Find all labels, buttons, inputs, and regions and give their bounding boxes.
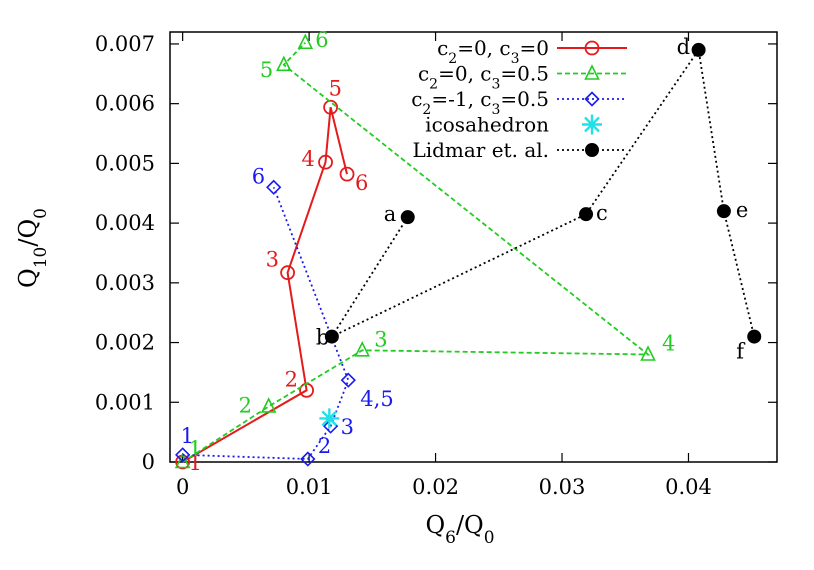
data-point xyxy=(323,99,339,115)
point-label: 5 xyxy=(329,76,342,100)
series-line xyxy=(182,106,348,463)
x-tick-label: 0.01 xyxy=(286,475,333,499)
data-point xyxy=(280,265,296,281)
point-label: 6 xyxy=(252,164,265,188)
legend-label: c2=-1, c3=0.5 xyxy=(411,87,549,118)
y-tick-label: 0 xyxy=(142,450,155,474)
legend-marker xyxy=(582,114,602,135)
data-point xyxy=(339,166,355,182)
point-label: f xyxy=(736,340,746,364)
y-tick-label: 0.002 xyxy=(95,331,155,355)
legend-label: Lidmar et. al. xyxy=(412,138,549,162)
point-label: 2 xyxy=(239,393,252,417)
x-axis: 0 0.01 0.02 0.03 0.04 xyxy=(176,32,712,499)
point-label: 6 xyxy=(315,28,328,52)
data-point xyxy=(266,179,282,195)
y-tick-label: 0.004 xyxy=(95,211,155,235)
y-axis-label: Q10/Q0 xyxy=(14,208,51,288)
y-tick-label: 0.003 xyxy=(95,271,155,295)
series-3 xyxy=(319,408,340,429)
data-point xyxy=(691,42,706,57)
data-point xyxy=(318,154,333,170)
svg-text:Q6/Q0: Q6/Q0 xyxy=(425,511,494,548)
data-point xyxy=(400,210,415,225)
x-tick-label: 0.03 xyxy=(539,475,586,499)
data-point xyxy=(579,207,594,222)
point-label: 2 xyxy=(318,434,331,458)
y-tick-label: 0.001 xyxy=(95,390,155,414)
data-point xyxy=(260,397,277,413)
point-label: 3 xyxy=(266,248,279,272)
data-point xyxy=(175,447,191,463)
point-label: 2 xyxy=(285,367,298,391)
series-line xyxy=(182,186,350,460)
legend-label: c2=0, c3=0 xyxy=(437,36,549,67)
legend-marker xyxy=(584,40,600,56)
point-label: 4 xyxy=(662,332,675,356)
y-axis: 0 0.001 0.002 0.003 0.004 0.005 0.006 0.007 xyxy=(95,32,777,474)
point-label: 1 xyxy=(181,424,194,448)
point-label: 3 xyxy=(374,327,387,351)
y-tick-label: 0.007 xyxy=(95,32,155,56)
point-label: a xyxy=(384,202,397,226)
x-tick-label: 0.04 xyxy=(665,475,712,499)
point-label: 3 xyxy=(341,415,354,439)
legend-label: icosahedron xyxy=(425,113,549,137)
series-line xyxy=(182,42,651,463)
point-label: d xyxy=(677,35,690,59)
data-point xyxy=(716,204,731,219)
legend-marker xyxy=(584,64,600,80)
data-point xyxy=(297,33,314,50)
y-tick-label: 0.006 xyxy=(95,92,155,116)
legend-marker xyxy=(585,143,599,157)
point-label: c xyxy=(596,201,608,225)
y-tick-label: 0.005 xyxy=(95,151,155,175)
data-point xyxy=(340,372,356,388)
legend-marker xyxy=(584,91,600,107)
point-label: b xyxy=(316,326,329,350)
legend: c2=0, c3=0c2=0, c3=0.5c2=-1, c3=0.5icosa… xyxy=(411,36,627,162)
series-4: a b c d e f xyxy=(316,35,762,364)
point-label: 4 xyxy=(302,147,315,171)
x-tick-label: 0.02 xyxy=(412,475,459,499)
point-label: 4,5 xyxy=(360,387,393,411)
data-point xyxy=(319,408,340,429)
data-point xyxy=(640,345,656,361)
data-point xyxy=(354,341,371,357)
svg-text:Q10/Q0: Q10/Q0 xyxy=(14,208,51,288)
point-label: 6 xyxy=(355,171,368,195)
plot-frame xyxy=(169,31,778,463)
data-point xyxy=(174,452,191,469)
data-point xyxy=(300,451,316,467)
data-point xyxy=(324,329,339,344)
data-point xyxy=(747,329,762,344)
data-point xyxy=(276,55,292,72)
legend-label: c2=0, c3=0.5 xyxy=(418,62,549,93)
x-axis-label: Q6/Q0 xyxy=(425,511,494,548)
point-label: e xyxy=(736,198,748,222)
point-label: 5 xyxy=(260,58,273,82)
x-tick-label: 0 xyxy=(176,475,189,499)
